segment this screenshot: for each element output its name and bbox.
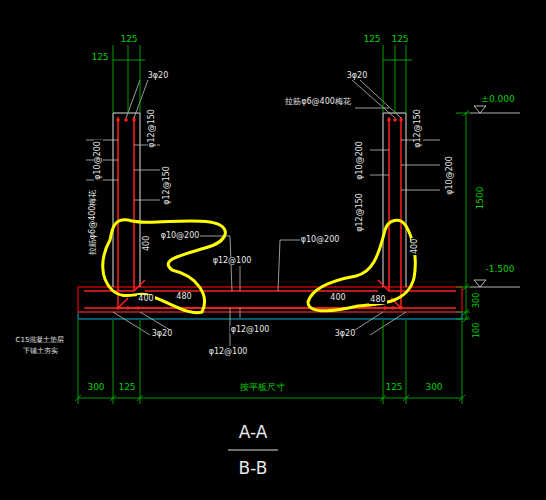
annotation-label: 300 (474, 291, 483, 308)
annotation-label: 300 (424, 383, 443, 393)
annotation-label: 480 (369, 296, 386, 305)
annotation-label: φ10@200 (160, 232, 201, 241)
annotation-label: 3φ20 (346, 72, 369, 81)
annotation-label: 拉筋φ6@400梅花 (90, 188, 99, 256)
annotation-label: φ10@200 (94, 140, 103, 181)
highlight-mark (103, 220, 226, 313)
annotation-label: C15混凝土垫层 (15, 337, 66, 345)
annotation-label: φ10@200 (446, 155, 455, 196)
annotation-label: 400 (329, 294, 346, 303)
section-title: A-A (238, 423, 269, 442)
rebar (84, 117, 456, 308)
annotation-label: φ10@200 (300, 236, 341, 245)
annotation-label: φ12@100 (212, 257, 253, 266)
annotation-label: 125 (90, 53, 109, 63)
section-title: B-B (238, 459, 269, 478)
annotation-label: 125 (390, 35, 409, 45)
annotation-label: φ12@150 (148, 108, 157, 149)
annotation-label: 按平板尺寸 (239, 383, 286, 393)
annotation-label: ±0.000 (480, 95, 515, 105)
elevation-symbol (470, 106, 520, 287)
annotation-label: φ12@150 (163, 165, 172, 206)
annotation-label: 3φ20 (334, 330, 357, 339)
annotation-label: 100 (474, 321, 483, 338)
annotation-label: 3φ20 (147, 72, 170, 81)
annotation-label: 400 (144, 234, 153, 251)
annotation-label: 300 (86, 383, 105, 393)
annotation-label: φ12@100 (230, 326, 271, 335)
rebar-dots (116, 118, 403, 310)
annotation-label: 125 (362, 35, 381, 45)
title-divider (228, 450, 278, 451)
highlight-mark (308, 220, 415, 311)
annotation-label: φ12@150 (356, 192, 365, 233)
annotation-label: φ12@150 (414, 108, 423, 149)
annotation-label: φ12@100 (208, 348, 249, 357)
annotation-label: 125 (117, 383, 136, 393)
annotation-label: 下铺土夯实 (22, 348, 59, 356)
annotation-label: 400 (137, 295, 154, 304)
annotation-label: -1.500 (484, 265, 515, 275)
right-wall (383, 113, 406, 287)
leader-lines (86, 80, 440, 346)
annotation-label: 拉筋φ6@400梅花 (284, 98, 352, 107)
annotation-label: 480 (175, 293, 192, 302)
annotation-label: 3φ20 (151, 330, 174, 339)
annotation-label: 1500 (475, 186, 485, 211)
annotation-label: 125 (119, 35, 138, 45)
annotation-label: 400 (412, 237, 421, 254)
dimension-lines (75, 45, 470, 404)
annotation-label: φ10@200 (356, 140, 365, 181)
annotation-label: 125 (384, 383, 403, 393)
